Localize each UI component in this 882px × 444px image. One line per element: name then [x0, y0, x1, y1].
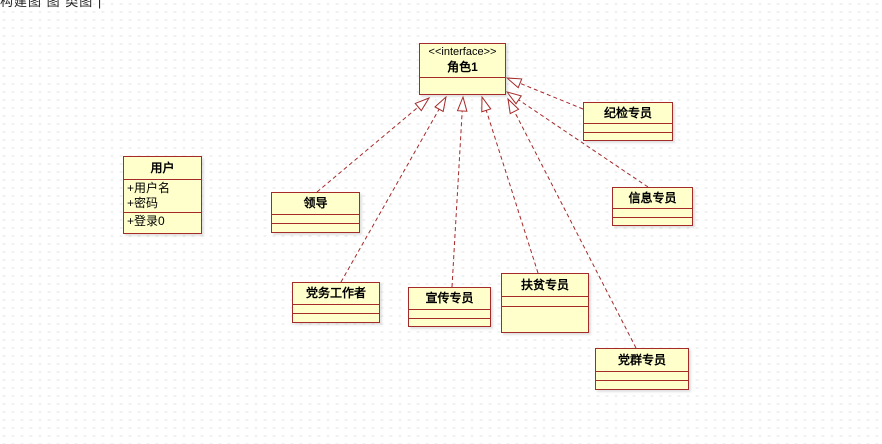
class-title: 扶贫专员: [502, 274, 588, 296]
attribute: +密码: [127, 196, 159, 210]
attributes-compartment: [272, 214, 359, 223]
interface-name: 角色1: [447, 59, 478, 74]
class-name: 纪检专员: [603, 105, 652, 120]
class-name: 领导: [303, 196, 328, 210]
operations-compartment: [613, 217, 692, 225]
operations-compartment: [293, 313, 379, 322]
class-name: 宣传专员: [425, 291, 474, 305]
interface-title: <<interface>> 角色1: [420, 44, 505, 77]
class-name: 党群专员: [617, 352, 666, 367]
class-node-information[interactable]: 信息专员: [612, 187, 693, 226]
class-title: 党群专员: [596, 349, 688, 371]
attributes-compartment: +用户名 +密码: [124, 179, 201, 212]
class-title: 纪检专员: [584, 103, 672, 123]
class-title: 信息专员: [613, 188, 692, 208]
operations-compartment: [409, 318, 490, 326]
operations-compartment: [502, 306, 588, 332]
class-node-leader[interactable]: 领导: [271, 192, 360, 233]
attributes-compartment: [584, 123, 672, 132]
operations-compartment: [272, 223, 359, 232]
class-node-party-worker[interactable]: 党务工作者: [292, 282, 380, 323]
class-node-discipline[interactable]: 纪检专员: [583, 102, 673, 141]
interface-stereotype: <<interface>>: [428, 46, 497, 58]
diagram-tab-label[interactable]: 构建图 图 类图 |: [0, 0, 103, 9]
class-title: 党务工作者: [293, 283, 379, 304]
realization-edge-propaganda[interactable]: [451, 95, 468, 288]
class-title: 领导: [272, 193, 359, 214]
realization-edge-party-worker[interactable]: [340, 95, 447, 283]
attributes-compartment: [613, 208, 692, 217]
attributes-compartment: [596, 371, 688, 380]
realization-edge-party-mass[interactable]: [507, 97, 637, 349]
attributes-compartment: [502, 296, 588, 306]
class-title: 宣传专员: [409, 288, 490, 309]
class-name: 用户: [150, 160, 175, 175]
realization-edge-leader[interactable]: [316, 96, 431, 193]
interface-empty-compartment: [420, 76, 505, 94]
operations-compartment: [584, 132, 672, 140]
realization-edge-information[interactable]: [505, 91, 649, 188]
attribute: +用户名: [127, 181, 171, 195]
operation: +登录0: [127, 214, 165, 228]
class-name: 扶贫专员: [520, 277, 569, 292]
interface-node-role1[interactable]: <<interface>> 角色1: [419, 43, 506, 95]
realization-edge-poverty[interactable]: [481, 95, 539, 274]
realization-edge-discipline[interactable]: [505, 77, 584, 110]
class-node-party-mass[interactable]: 党群专员: [595, 348, 689, 390]
attributes-compartment: [293, 304, 379, 313]
class-node-user[interactable]: 用户 +用户名 +密码 +登录0: [123, 156, 202, 234]
attributes-compartment: [409, 309, 490, 318]
class-name: 信息专员: [628, 190, 677, 205]
class-node-poverty[interactable]: 扶贫专员: [501, 273, 589, 333]
operations-compartment: +登录0: [124, 212, 201, 233]
class-title: 用户: [124, 157, 201, 179]
operations-compartment: [596, 380, 688, 389]
class-name: 党务工作者: [305, 286, 366, 300]
class-node-propaganda[interactable]: 宣传专员: [408, 287, 491, 327]
